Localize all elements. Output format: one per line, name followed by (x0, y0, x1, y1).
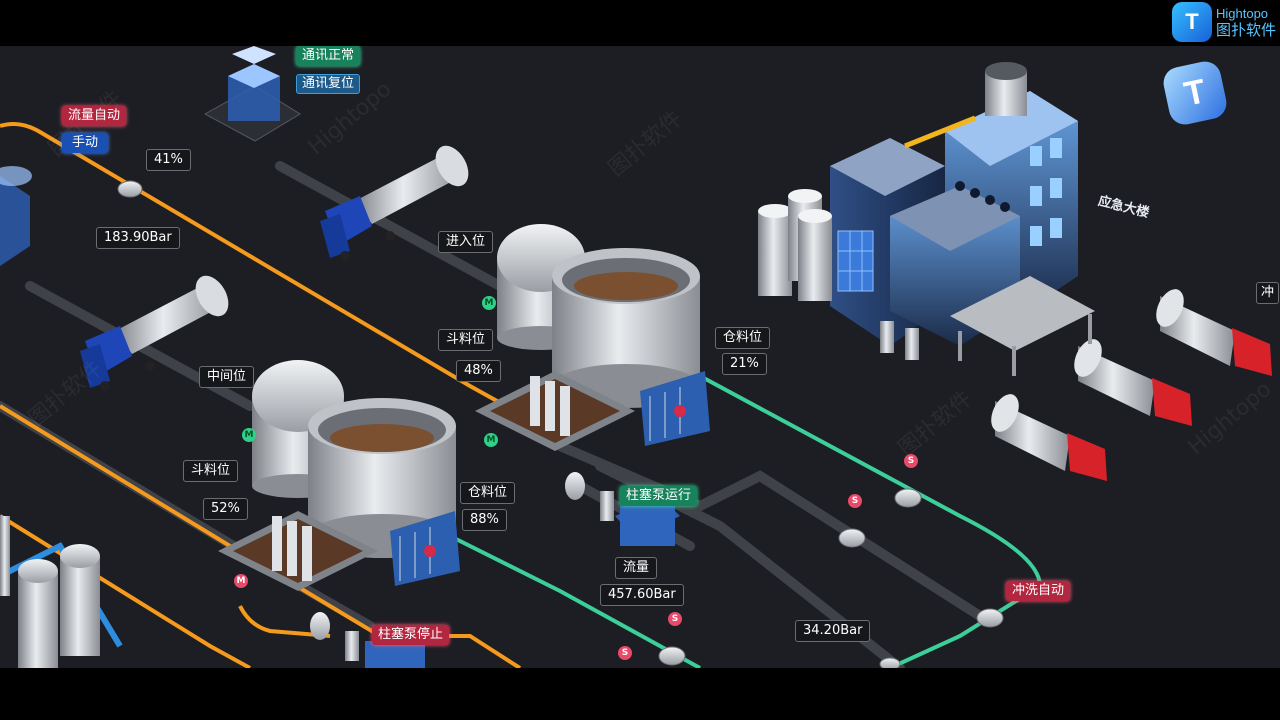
pressure-readout-left: 183.90Bar (96, 227, 180, 249)
tank-group-lower (218, 360, 460, 591)
flow-value: 457.60Bar (600, 584, 684, 606)
emergency-building (830, 62, 1095, 376)
hopper-level-value: 48% (456, 360, 501, 382)
bottom-letterbox (0, 668, 1280, 720)
pump-running-status: 柱塞泵运行 (620, 486, 698, 506)
comm-reset-button[interactable]: 通讯复位 (296, 74, 361, 94)
silo-level-value: 88% (462, 509, 507, 531)
truck-entry-label: 进入位 (438, 231, 494, 253)
brand: T Hightopo 图扑软件 (1172, 2, 1276, 42)
comm-box-left (0, 166, 32, 266)
brand-name-en: Hightopo (1216, 5, 1269, 21)
scada-scene[interactable]: 图扑软件 Hightopo 图扑软件 图扑软件 图扑软件 Hightopo M … (0, 46, 1280, 668)
sensor-icon[interactable]: S (904, 454, 918, 468)
motor-icon[interactable]: M (484, 433, 498, 447)
red-truck-2 (1074, 339, 1192, 426)
hopper-level-label: 斗料位 (438, 329, 494, 351)
edge-label: 冲 (1256, 282, 1280, 304)
flow-label: 流量 (615, 557, 658, 579)
sensor-icon[interactable]: S (848, 494, 862, 508)
motor-icon[interactable]: M (242, 428, 256, 442)
motor-icon[interactable]: M (482, 296, 496, 310)
sensor-icon[interactable]: S (668, 612, 682, 626)
flow-auto-button[interactable]: 流量自动 (62, 106, 127, 126)
silo-level-label: 仓料位 (715, 327, 771, 349)
percent-readout-left: 41% (146, 149, 191, 171)
pressure-readout-right: 34.20Bar (795, 620, 871, 642)
silos-near-building (758, 189, 832, 301)
pump-stopped-status: 柱塞泵停止 (372, 625, 450, 645)
brand-name-cn: 图扑软件 (1216, 20, 1277, 39)
sensor-icon[interactable]: M (234, 574, 248, 588)
truck-left (80, 275, 229, 391)
logo-letter: T (1180, 71, 1210, 114)
manual-button[interactable]: 手动 (62, 133, 109, 153)
red-truck-3 (991, 394, 1107, 481)
hopper-level-value: 52% (203, 498, 248, 520)
truck-top (320, 145, 469, 261)
pump-unit-lower (310, 612, 425, 668)
silo-level-value: 21% (722, 353, 767, 375)
comm-ok-status: 通讯正常 (296, 46, 361, 66)
valves (117, 180, 1004, 668)
pump-unit-upper (565, 472, 680, 546)
truck-middle-label: 中间位 (199, 366, 255, 388)
tank-group-upper (475, 224, 710, 451)
top-letterbox (0, 0, 1280, 46)
sensor-icon[interactable]: S (618, 646, 632, 660)
hightopo-logo-icon: T (1172, 2, 1212, 42)
comm-box (203, 46, 301, 142)
tank-cluster-bottom-left (0, 516, 100, 668)
plant-diagram (0, 46, 1272, 668)
silo-level-label: 仓料位 (460, 482, 516, 504)
flush-auto-button[interactable]: 冲洗自动 (1006, 581, 1071, 601)
hopper-level-label: 斗料位 (183, 460, 239, 482)
red-truck-1 (1156, 289, 1272, 376)
